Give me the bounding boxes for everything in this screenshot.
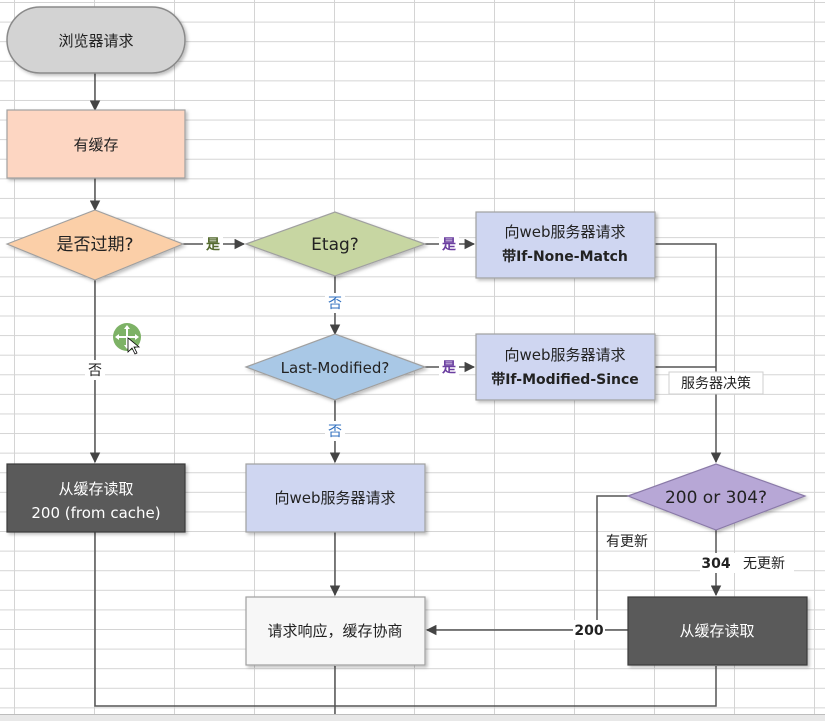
read-cache-2-label: 从缓存读取	[679, 622, 754, 640]
line-status-has-update	[596, 495, 628, 630]
node-has-cache: 有缓存	[6, 109, 186, 179]
node-last-modified-decision: Last-Modified?	[244, 333, 427, 401]
last-modified-label: Last-Modified?	[281, 359, 390, 377]
line-readcache-bottom	[94, 532, 717, 707]
node-if-none-match: 向web服务器请求 带If-None-Match	[475, 211, 656, 279]
if-modified-since-line2: 带If-Modified-Since	[491, 372, 639, 388]
if-none-match-line1: 向web服务器请求	[504, 223, 625, 241]
node-status-decision: 200 or 304?	[626, 463, 807, 531]
node-if-modified-since: 向web服务器请求 带If-Modified-Since	[475, 333, 656, 401]
if-none-match-line2: 带If-None-Match	[502, 249, 628, 265]
node-read-cache-2: 从缓存读取	[627, 596, 808, 666]
code-304-label: 304	[701, 556, 730, 572]
has-update-label: 有更新	[606, 534, 648, 550]
read-cache-line1: 从缓存读取	[58, 480, 133, 498]
if-modified-since-line1: 向web服务器请求	[504, 346, 625, 364]
code-200-label: 200	[574, 623, 603, 639]
no-expired-label: 否	[88, 363, 102, 379]
node-start: 浏览器请求	[6, 6, 186, 74]
yes-lastmod-label: 是	[442, 360, 457, 376]
yes-expired-label: 是	[206, 237, 221, 253]
start-label: 浏览器请求	[58, 32, 133, 50]
status-check-label: 200 or 304?	[665, 488, 767, 508]
request-server-label: 向web服务器请求	[274, 489, 395, 507]
node-response: 请求响应，缓存协商	[245, 596, 426, 666]
no-etag-label: 否	[328, 296, 342, 312]
edge-labels: 是 是 是 否 否 否 服务器决策 有更新 304 无更新 200	[85, 234, 794, 640]
node-expired-decision: 是否过期?	[5, 209, 185, 281]
node-etag-decision: Etag?	[244, 211, 427, 277]
read-cache-line2: 200 (from cache)	[31, 504, 160, 522]
move-cursor-icon	[113, 323, 141, 355]
line-inm-to-status	[655, 243, 722, 464]
response-label: 请求响应，缓存协商	[267, 622, 402, 640]
no-update-label: 无更新	[743, 556, 785, 572]
node-request-server: 向web服务器请求	[245, 463, 426, 533]
node-read-cache: 从缓存读取 200 (from cache)	[6, 463, 186, 533]
yes-etag-label: 是	[442, 237, 457, 253]
expired-label: 是否过期?	[56, 235, 133, 255]
etag-label: Etag?	[311, 235, 359, 255]
has-cache-label: 有缓存	[73, 136, 118, 154]
bottom-strip	[0, 714, 825, 721]
no-lastmod-label: 否	[328, 424, 342, 440]
server-decides-label: 服务器决策	[681, 375, 751, 392]
